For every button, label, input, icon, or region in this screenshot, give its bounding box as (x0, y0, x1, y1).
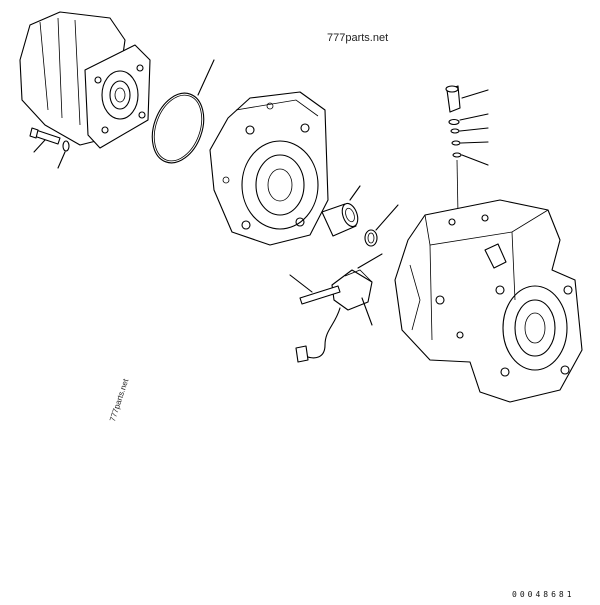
end-cover-plate (209, 91, 329, 246)
o-ring (151, 59, 215, 164)
plug-and-seals (445, 85, 489, 216)
watermark-top: 777parts.net (327, 32, 389, 44)
snap-ring (364, 204, 399, 247)
bushing (321, 185, 361, 237)
gear-pump (19, 11, 151, 149)
main-pump-body (394, 199, 583, 403)
mounting-bolt (29, 127, 70, 169)
sensor-assembly (289, 253, 383, 363)
drawing-number: 00048681 (512, 590, 575, 599)
